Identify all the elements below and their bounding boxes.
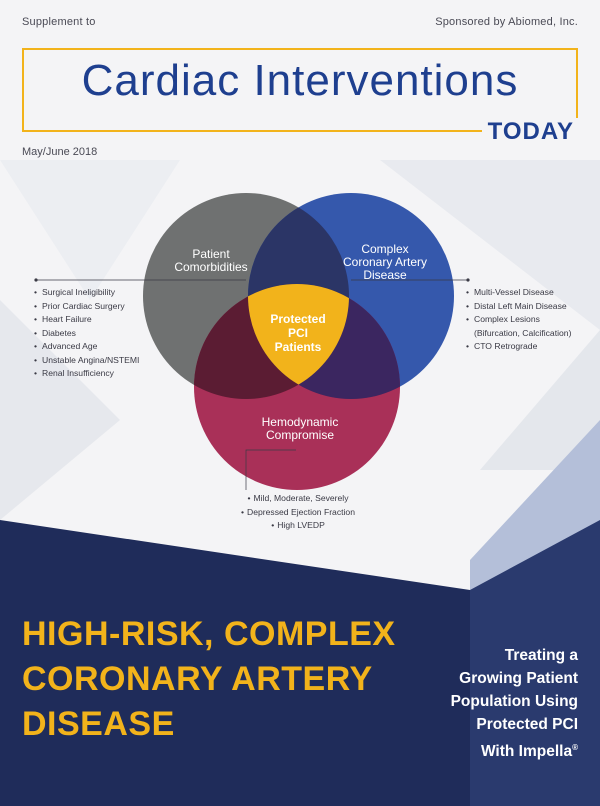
list-item: Mild, Moderate, Severely [228, 492, 368, 506]
list-item: Renal Insufficiency [34, 367, 139, 381]
callout-line-bottom [245, 449, 296, 490]
list-item: Surgical Ineligibility [34, 286, 139, 300]
list-item: Prior Cardiac Surgery [34, 300, 139, 314]
cover-subheadline: Treating a Growing Patient Population Us… [450, 647, 578, 761]
list-item: Distal Left Main Disease [466, 300, 571, 314]
list-item: Advanced Age [34, 340, 139, 354]
title-box: Cardiac Interventions [22, 48, 578, 132]
list-comorbidities: Surgical Ineligibility Prior Cardiac Sur… [34, 286, 139, 381]
list-complex-disease: Multi-Vessel Disease Distal Left Main Di… [466, 286, 571, 354]
list-item: Diabetes [34, 327, 139, 341]
list-item: Multi-Vessel Disease [466, 286, 571, 300]
list-item: (Bifurcation, Calcification) [474, 327, 572, 338]
list-item: Complex Lesions [466, 313, 571, 327]
list-item: Heart Failure [34, 313, 139, 327]
cover-headline: HIGH-RISK, COMPLEX CORONARY ARTERY DISEA… [22, 615, 396, 743]
label-comorbidities: Patient Comorbidities [174, 247, 248, 274]
label-complex: Complex Coronary Artery Disease [342, 242, 428, 282]
magazine-title: Cardiac Interventions [81, 56, 519, 105]
list-item: High LVEDP [228, 519, 368, 533]
label-center: Protected PCI Patients [270, 312, 326, 354]
supplement-label: Supplement to [22, 16, 96, 28]
magazine-title-suffix: TODAY [481, 118, 580, 146]
issue-date: May/June 2018 [22, 146, 98, 158]
list-item: CTO Retrograde [466, 340, 571, 354]
list-item: Depressed Ejection Fraction [228, 506, 368, 520]
list-hemodynamic: Mild, Moderate, Severely Depressed Eject… [228, 492, 368, 533]
list-item: Unstable Angina/NSTEMI [34, 354, 139, 368]
sponsor-label: Sponsored by Abiomed, Inc. [435, 16, 578, 28]
label-hemodynamic: Hemodynamic Compromise [261, 415, 339, 442]
